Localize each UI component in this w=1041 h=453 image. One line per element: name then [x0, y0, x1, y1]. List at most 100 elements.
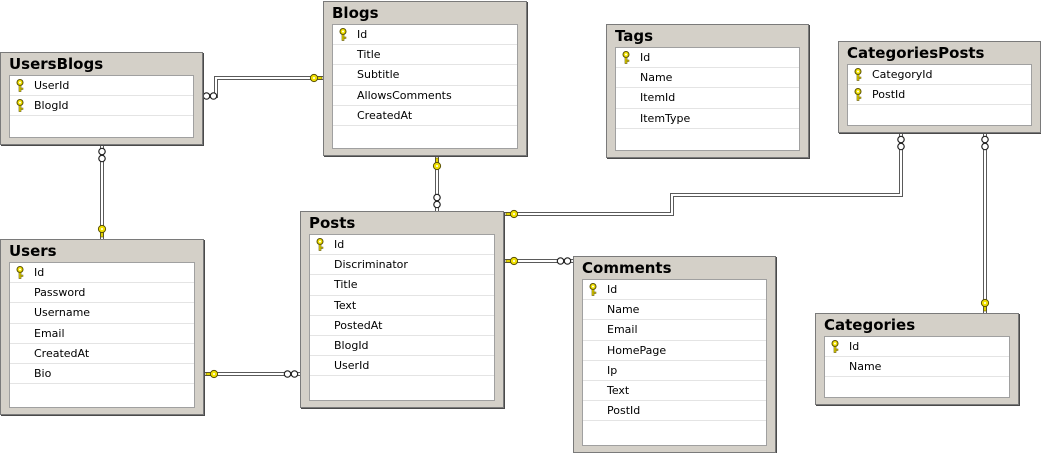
column-name: Text [334, 298, 357, 312]
column-name: Title [334, 278, 358, 292]
primary-key-icon [831, 340, 839, 353]
column-name: PostId [872, 88, 906, 102]
table-title: Posts [309, 214, 356, 232]
table-title: Comments [582, 259, 672, 277]
primary-key-icon [854, 68, 862, 81]
column-row[interactable]: PostId [848, 85, 1031, 106]
column-name: CategoryId [872, 68, 933, 81]
primary-key-icon [622, 51, 630, 64]
column-name: Ip [607, 363, 618, 377]
column-row[interactable]: PostedAt [310, 316, 494, 336]
column-name: Discriminator [334, 258, 408, 272]
column-row[interactable]: Subtitle [333, 65, 517, 86]
column-row[interactable]: BlogId [310, 336, 494, 357]
column-name: ItemType [640, 111, 691, 125]
column-row[interactable]: CreatedAt [10, 344, 194, 364]
column-name: Text [607, 383, 630, 397]
primary-key-icon [854, 88, 862, 101]
column-row[interactable]: Id [10, 263, 194, 284]
many-end-marker [981, 135, 989, 151]
table-title: CategoriesPosts [847, 44, 985, 62]
many-end-marker [897, 135, 905, 151]
column-name: Id [607, 283, 618, 296]
column-row[interactable]: CategoryId [848, 65, 1031, 86]
column-name: Title [357, 48, 381, 62]
column-name: Name [849, 360, 882, 374]
column-name: Username [34, 306, 91, 320]
column-row[interactable]: Text [583, 381, 766, 402]
table-title: Users [9, 242, 57, 260]
column-row[interactable]: Name [825, 357, 1009, 378]
one-end-key-marker [432, 157, 442, 171]
column-row[interactable]: ItemType [616, 109, 799, 129]
column-row[interactable]: Id [825, 337, 1009, 358]
column-name: Email [34, 326, 65, 340]
many-end-marker [283, 370, 299, 378]
column-row[interactable]: Ip [583, 361, 766, 381]
column-row[interactable]: Id [616, 48, 799, 69]
one-end-key-marker [205, 369, 219, 379]
column-row[interactable]: Name [616, 68, 799, 89]
column-name: CreatedAt [357, 108, 413, 122]
primary-key-icon [16, 99, 24, 112]
one-end-key-marker [97, 224, 107, 238]
column-name: Name [607, 303, 640, 317]
many-end-marker [202, 92, 218, 100]
column-row[interactable]: AllowsComments [333, 86, 517, 106]
column-row[interactable]: Password [10, 283, 194, 304]
column-row[interactable]: UserId [10, 76, 193, 97]
column-name: UserId [334, 359, 370, 373]
column-name: BlogId [334, 338, 369, 352]
many-end-marker [98, 147, 106, 163]
column-row[interactable]: ItemId [616, 88, 799, 109]
one-end-key-marker [980, 298, 990, 312]
column-row[interactable]: HomePage [583, 341, 766, 361]
primary-key-icon [589, 283, 597, 296]
primary-key-icon [16, 266, 24, 279]
column-row[interactable]: Id [333, 25, 517, 46]
column-row[interactable]: UserId [310, 356, 494, 377]
column-row[interactable]: Email [10, 324, 194, 344]
relationship-line [504, 133, 903, 216]
column-row[interactable]: CreatedAt [333, 106, 517, 126]
column-row[interactable]: Name [583, 300, 766, 321]
many-end-marker [433, 193, 441, 209]
column-row[interactable]: Username [10, 303, 194, 324]
column-row[interactable]: Id [310, 235, 494, 256]
table-title: UsersBlogs [9, 55, 104, 73]
column-name: Id [357, 28, 368, 41]
column-name: ItemId [640, 91, 676, 105]
column-row[interactable]: Title [310, 275, 494, 296]
column-name: BlogId [34, 99, 69, 113]
column-row[interactable]: BlogId [10, 96, 193, 117]
one-end-key-marker [505, 209, 519, 219]
column-row[interactable]: Discriminator [310, 255, 494, 276]
column-name: UserId [34, 79, 70, 92]
one-end-key-marker [505, 256, 519, 266]
column-name: Id [640, 51, 651, 64]
column-name: Name [640, 71, 673, 85]
column-row[interactable]: Title [333, 45, 517, 66]
column-row[interactable]: PostId [583, 401, 766, 422]
column-name: Id [849, 340, 860, 353]
column-row[interactable]: Bio [10, 364, 194, 385]
column-row[interactable]: Text [310, 296, 494, 316]
column-row[interactable]: Id [583, 280, 766, 301]
column-row[interactable]: Email [583, 320, 766, 341]
